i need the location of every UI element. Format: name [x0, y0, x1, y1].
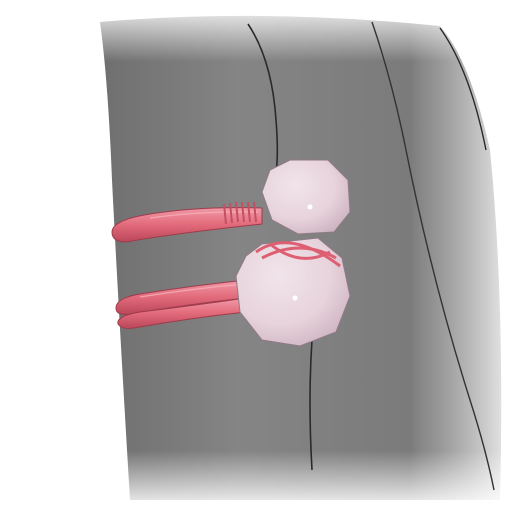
lower-elastic-band [115, 279, 247, 329]
bead-highlight [292, 295, 298, 301]
bead-highlight [307, 204, 313, 210]
seam-line-left-lower [309, 339, 313, 471]
lower-bead [235, 237, 351, 347]
edge-line-right [439, 27, 487, 151]
seam-line-right [371, 21, 495, 491]
upper-bead [261, 159, 351, 235]
band-wrap-over-bead [255, 241, 341, 268]
upper-elastic-band [111, 201, 263, 243]
band-coil [223, 201, 257, 225]
